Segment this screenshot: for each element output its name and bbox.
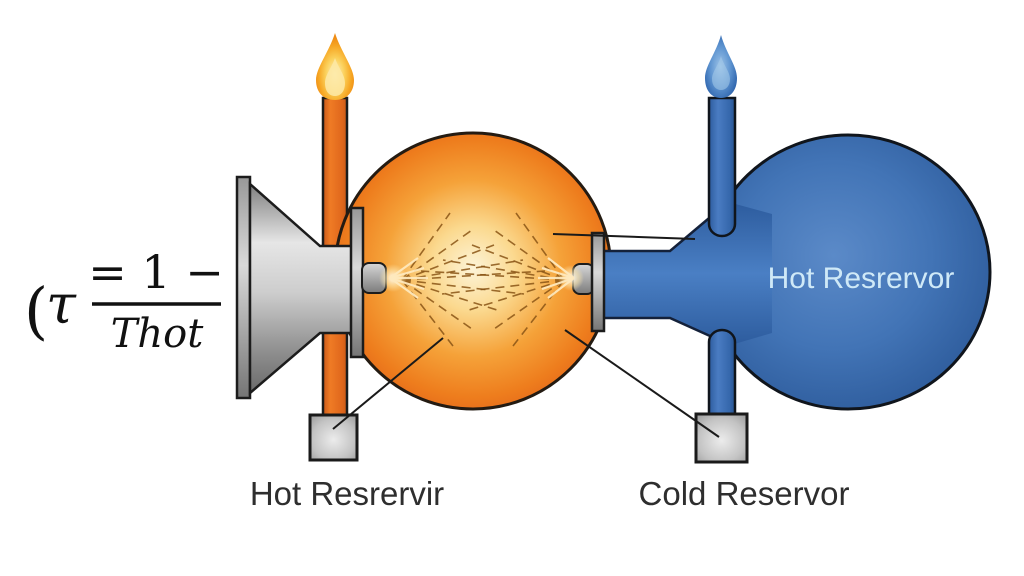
flask-label: Hot Resrervor	[768, 262, 955, 295]
efficiency-formula: ( τ = 1 − Thot	[24, 245, 224, 357]
leader-line-horizontal	[552, 233, 696, 240]
right-flange	[590, 231, 606, 333]
left-reservoir-label: Hot Resrervir	[250, 475, 444, 512]
formula-denominator: Thot	[111, 311, 205, 357]
flask-neck	[603, 202, 772, 345]
leader-line-left	[332, 337, 444, 430]
hot-flame-icon	[316, 33, 354, 100]
funnel-back-plate	[235, 175, 252, 400]
cold-pipe-top	[707, 96, 737, 238]
cold-droplet-icon	[705, 35, 737, 98]
nozzle-rays-left	[389, 257, 428, 299]
funnel-horn	[235, 175, 387, 400]
formula-tau-symbol: τ	[46, 273, 77, 336]
formula-open-paren: (	[24, 274, 48, 347]
right-reservoir-label: Cold Reservor	[639, 475, 850, 512]
valve-box-left	[308, 413, 359, 462]
cold-pipe-bottom	[707, 328, 737, 418]
nozzle-rays-right	[538, 257, 575, 299]
valve-box-right	[694, 412, 749, 464]
formula-numerator: = 1 −	[88, 245, 224, 299]
leader-line-right	[564, 329, 720, 438]
